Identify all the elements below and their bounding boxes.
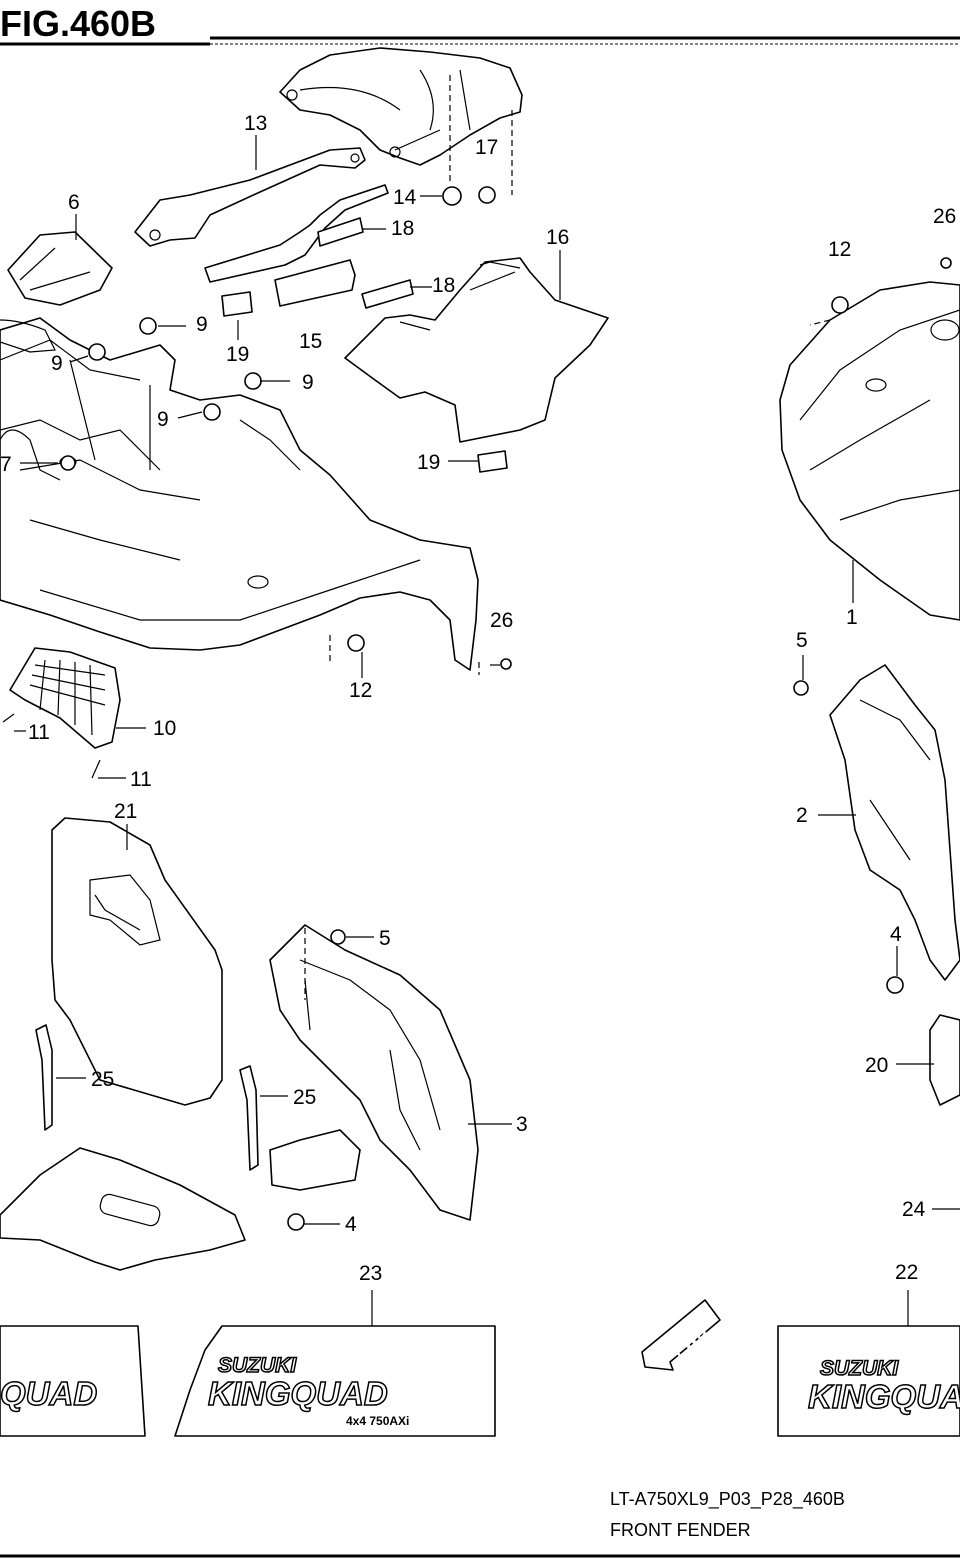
part-6-lid xyxy=(7,231,113,306)
assembly-lines xyxy=(304,75,831,1000)
part-10-vent xyxy=(9,647,121,749)
callout-10: 10 xyxy=(153,717,176,740)
callout-12b: 12 xyxy=(349,679,372,702)
callout-18a: 18 xyxy=(391,217,414,240)
callout-25b: 25 xyxy=(293,1086,316,1109)
callout-9c: 9 xyxy=(302,371,314,394)
callout-5b: 5 xyxy=(379,927,391,950)
callout-9b: 9 xyxy=(51,352,63,375)
drawing-code: LT-A750XL9_P03_P28_460B xyxy=(610,1489,845,1510)
part-20-bracket xyxy=(929,1014,960,1106)
part-13-bracket xyxy=(134,147,389,283)
decal-22-brand: SUZUKI xyxy=(820,1357,899,1380)
callout-7: 7 xyxy=(0,453,12,476)
callout-labels: 13 17 14 6 18 16 12 26 18 9 9 9 15 19 9 … xyxy=(0,112,956,1285)
skid-plate xyxy=(0,1147,246,1271)
figure-caption: FRONT FENDER xyxy=(610,1520,751,1540)
callout-2: 2 xyxy=(796,804,808,827)
callout-25a: 25 xyxy=(91,1068,114,1091)
callout-26a: 26 xyxy=(933,205,956,228)
leader-lines xyxy=(14,135,960,1326)
callout-6: 6 xyxy=(68,191,80,214)
callout-22: 22 xyxy=(895,1261,918,1284)
header: FIG.460B xyxy=(0,3,960,46)
callout-23: 23 xyxy=(359,1262,382,1285)
callout-21: 21 xyxy=(114,800,137,823)
callout-14: 14 xyxy=(393,186,417,209)
part-1-right-fender xyxy=(779,281,960,621)
front-rack-fender xyxy=(0,317,479,671)
callout-17: 17 xyxy=(475,136,498,159)
part-13-cover xyxy=(279,47,523,166)
decal-23: SUZUKI KINGQUAD 4x4 750AXi QUAD xyxy=(0,1325,496,1437)
callout-18b: 18 xyxy=(432,274,455,297)
decal-23-model: KINGQUAD xyxy=(208,1375,388,1412)
callout-9d: 9 xyxy=(157,408,169,431)
callout-1: 1 xyxy=(846,606,858,629)
callout-9a: 9 xyxy=(196,313,208,336)
callout-19b: 19 xyxy=(417,451,440,474)
part-21-guard xyxy=(51,817,223,1106)
callout-4a: 4 xyxy=(890,923,902,946)
part-25-straps xyxy=(35,1024,259,1171)
part-2-right-guard xyxy=(829,664,960,981)
decal-22: SUZUKI KINGQUAD xyxy=(777,1325,960,1437)
decal-22-model: KINGQUAD xyxy=(808,1378,960,1415)
part-16-panel xyxy=(344,257,609,443)
decal-23-brand: SUZUKI xyxy=(218,1354,297,1377)
decal-23-badge: 4x4 750AXi xyxy=(346,1414,409,1428)
callout-19a: 19 xyxy=(226,343,249,366)
figure-title: FIG.460B xyxy=(0,3,156,44)
callout-16: 16 xyxy=(546,226,569,249)
callout-26b: 26 xyxy=(490,609,513,632)
callout-3: 3 xyxy=(516,1113,528,1136)
fasteners xyxy=(2,186,952,1231)
small-parts-upper xyxy=(221,217,508,473)
callout-12a: 12 xyxy=(828,238,851,261)
callout-5a: 5 xyxy=(796,629,808,652)
callout-4b: 4 xyxy=(345,1213,357,1236)
callout-24: 24 xyxy=(902,1198,926,1221)
fwd-arrow: FWD xyxy=(641,1299,721,1371)
callout-20: 20 xyxy=(865,1054,888,1077)
callout-11b: 11 xyxy=(130,768,152,791)
callout-11a: 11 xyxy=(28,721,50,744)
part-3-mudguard xyxy=(269,924,479,1221)
decal-23b-model: QUAD xyxy=(0,1375,97,1412)
callout-13: 13 xyxy=(244,112,267,135)
callout-15: 15 xyxy=(299,330,322,353)
footer: LT-A750XL9_P03_P28_460B FRONT FENDER xyxy=(0,1489,960,1558)
